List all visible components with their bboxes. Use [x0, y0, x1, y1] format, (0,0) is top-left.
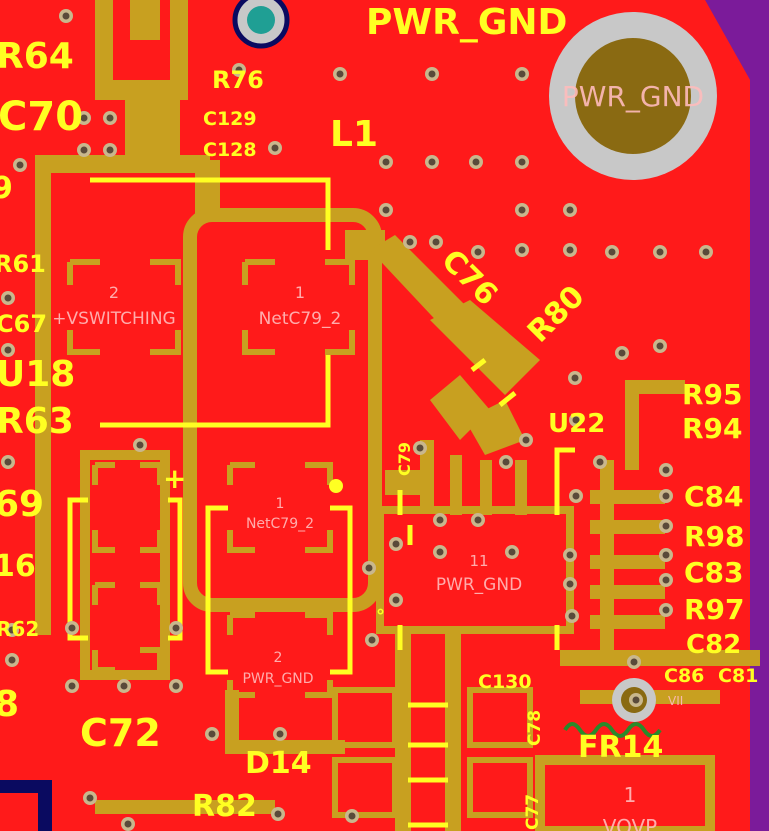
label-c70: C70: [0, 94, 83, 140]
board-edge: [705, 0, 769, 831]
label-c130: C130: [478, 671, 532, 693]
label-frag-16: 16: [0, 549, 36, 584]
label-r82: R82: [192, 789, 257, 824]
net-fr14-pad-name: VOVP: [603, 815, 657, 831]
label-c77: C77: [523, 794, 543, 830]
label-u18: U18: [0, 354, 75, 395]
label-c79: C79: [395, 442, 414, 476]
label-r64: R64: [0, 36, 74, 77]
label-r97: R97: [684, 593, 745, 626]
net-c72-pad2-name: PWR_GND: [242, 671, 313, 687]
label-r61: R61: [0, 250, 46, 278]
label-frag-8: 8: [0, 684, 19, 725]
label-r63: R63: [0, 401, 74, 442]
net-c72-pad2-num: 2: [274, 650, 283, 666]
net-l1-pad2-num: 2: [109, 283, 119, 302]
label-c67: C67: [0, 310, 47, 338]
mounting-hole: [549, 12, 717, 180]
via-field: [1, 9, 713, 831]
net-c72-pad1-num: 1: [276, 496, 285, 512]
label-c129: C129: [203, 108, 257, 130]
label-u22: U22: [548, 409, 605, 439]
label-r95: R95: [682, 378, 743, 411]
label-d14: D14: [245, 746, 312, 781]
net-labels: PWR_GND 2 +VSWITCHING 1 NetC79_2 1 NetC7…: [52, 80, 704, 831]
pin1-dot: [329, 479, 343, 493]
label-pwr-gnd: PWR_GND: [366, 2, 567, 43]
board-edge-inner: [700, 0, 750, 831]
net-l1-pad2-name: +VSWITCHING: [52, 309, 175, 329]
net-l1-pad1-name: NetC79_2: [259, 309, 342, 329]
label-c81: C81: [718, 665, 758, 687]
test-point: [232, 0, 290, 49]
polarity-plus: +: [163, 462, 186, 495]
label-r98: R98: [684, 520, 745, 553]
silkscreen-outlines: [67, 177, 662, 828]
pin-degree-mark: °: [376, 606, 385, 627]
label-c72: C72: [80, 711, 161, 755]
net-c72-pad1-name: NetC79_2: [246, 516, 314, 532]
label-c128: C128: [203, 139, 257, 161]
label-l1: L1: [330, 114, 378, 155]
label-c82: C82: [686, 630, 741, 660]
label-r76: R76: [212, 66, 264, 94]
label-r94: R94: [682, 412, 743, 445]
net-u22-pad-name: PWR_GND: [436, 575, 522, 595]
bottom-left-blue-lines: [0, 780, 52, 831]
label-c84: C84: [684, 480, 744, 513]
net-l1-pad1-num: 1: [295, 283, 305, 302]
label-frag-69: 69: [0, 484, 44, 525]
pad-corners: [67, 259, 355, 698]
net-fr14-pad-num: 1: [624, 783, 637, 807]
label-c86: C86: [664, 665, 704, 687]
label-c83: C83: [684, 556, 744, 589]
net-c86: VII: [668, 694, 683, 708]
label-frag-9: 9: [0, 171, 13, 206]
label-fr14: FR14: [578, 730, 663, 765]
label-c78: C78: [525, 710, 545, 746]
label-r62: R62: [0, 617, 39, 641]
net-mount-hole: PWR_GND: [562, 80, 704, 113]
net-u22-pad-num: 11: [469, 552, 488, 570]
